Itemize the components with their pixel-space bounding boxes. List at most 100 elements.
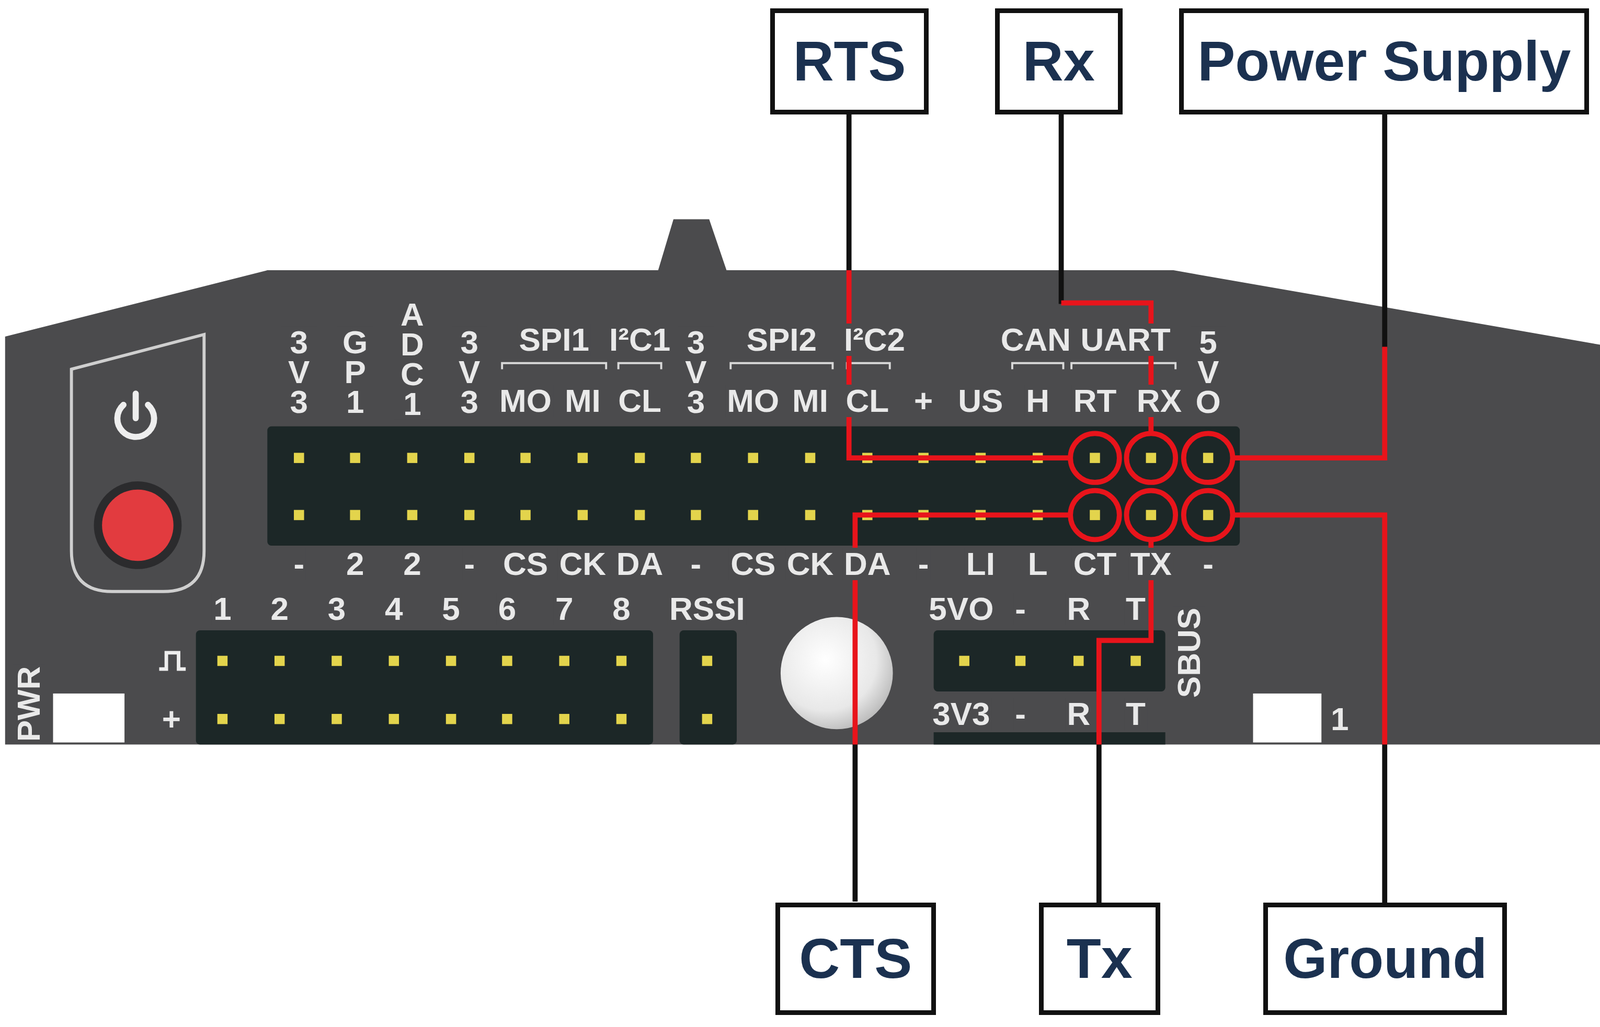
indicator-1 — [1252, 693, 1322, 744]
leader-line — [852, 744, 859, 902]
header-pin — [1089, 452, 1101, 464]
pin-highlight — [1183, 490, 1233, 541]
pin-label: CS — [501, 547, 550, 581]
pin-label: I²C1 — [607, 323, 672, 357]
pin-label-box: CK — [785, 547, 836, 581]
pin-label: - — [291, 547, 306, 581]
header-pin — [634, 510, 646, 521]
pin-label: 5 — [440, 592, 462, 626]
callout-label: RTS — [793, 30, 907, 93]
pin-label: T — [1124, 592, 1148, 626]
pin-label-box: SBUS — [1172, 606, 1206, 700]
callout-box: Tx — [1038, 903, 1161, 1016]
pin-label-box: CS — [728, 547, 777, 581]
pin-label: LI — [964, 547, 997, 581]
pin-label: RT — [1071, 384, 1119, 418]
pin-label: G P 1 — [337, 326, 373, 419]
pin-label-box: 3 V 3 — [451, 326, 488, 419]
header-pin — [464, 452, 475, 464]
pin-label: 5VO — [927, 592, 996, 626]
pin-label: A D C 1 — [394, 298, 430, 420]
pin-label-box: 3V3 — [930, 698, 992, 731]
pin-label-box: CT — [1071, 547, 1119, 581]
header-pin — [577, 452, 589, 464]
header-pin — [690, 510, 702, 521]
pin-label: 5 V O — [1190, 326, 1227, 419]
pin-label: 3 V 3 — [451, 326, 488, 419]
servo-header — [196, 630, 654, 746]
highlight-line — [1233, 515, 1385, 745]
callout-label: Power Supply — [1197, 30, 1571, 93]
pin-label-box: CL — [843, 384, 891, 418]
pin-label-box: - — [689, 547, 704, 581]
pin-label-box: UART — [1078, 323, 1172, 357]
header-pin — [349, 510, 361, 521]
header-pin — [616, 656, 627, 667]
pin-label-box: 2 — [268, 592, 290, 626]
pin-label-box: 7 — [553, 592, 575, 626]
pin-label: SPI2 — [745, 323, 819, 357]
pin-label: - — [689, 547, 704, 581]
pin-label-box: + — [912, 384, 935, 418]
header-pin — [1146, 452, 1157, 464]
header-pin — [1130, 656, 1141, 667]
pin-label-box: R — [1065, 698, 1092, 731]
leader-line — [1058, 114, 1065, 305]
pin-label-box: MO — [497, 384, 554, 418]
pin-label-box: 5VO — [927, 592, 996, 626]
pin-label: CAN — [999, 323, 1073, 357]
pin-label-box: 5 — [440, 592, 462, 626]
pin-label: CK — [557, 547, 609, 581]
header-pin — [558, 656, 570, 667]
highlight-line — [1233, 346, 1385, 459]
pin-label: - — [1013, 698, 1028, 731]
header-pin — [407, 510, 418, 521]
header-pin — [1089, 510, 1101, 521]
pin-label-box: CAN — [999, 323, 1073, 357]
group-bracket — [618, 363, 662, 370]
pin-label: - — [1013, 592, 1028, 626]
pin-label: 3V3 — [930, 698, 992, 731]
pin-label: 7 — [553, 592, 575, 626]
pin-label-box: 6 — [496, 592, 518, 626]
pin-label-box: - — [291, 547, 306, 581]
pin-label-box: H — [1024, 384, 1051, 418]
callout-box: CTS — [775, 903, 936, 1016]
header-pin — [520, 510, 531, 521]
header-pin — [217, 656, 228, 667]
header-pin — [407, 452, 418, 464]
header-pin — [501, 656, 513, 667]
pin-label-box: 3 V 3 — [281, 326, 317, 419]
pin-label: L — [1026, 547, 1050, 581]
pin-label: SBUS — [1172, 606, 1206, 700]
pin-label: CS — [728, 547, 777, 581]
header-pin — [293, 452, 305, 464]
header-pin — [1146, 510, 1157, 521]
pin-group — [217, 452, 1214, 725]
pin-label: SPI1 — [517, 323, 591, 357]
callout-label: CTS — [798, 928, 912, 991]
header-pin — [702, 714, 713, 725]
pin-label: - — [1201, 547, 1216, 581]
header-pin — [805, 510, 816, 521]
pin-label: PWR — [12, 664, 45, 744]
pin-label-box: L — [1026, 547, 1050, 581]
header-pin — [1203, 452, 1214, 464]
pin-label: - — [462, 547, 477, 581]
pin-label-box: SPI2 — [745, 323, 819, 357]
pin-highlight — [1070, 433, 1120, 483]
group-bracket — [847, 363, 890, 370]
leader-line — [1381, 744, 1388, 905]
header-pin — [501, 714, 513, 725]
pin-label-box: G P 1 — [337, 326, 373, 419]
pin-highlight — [1183, 433, 1233, 483]
pin-label: 3 — [326, 592, 348, 626]
header-pin — [217, 714, 228, 725]
pin-label-box: MI — [790, 384, 830, 418]
group-bracket — [730, 363, 833, 370]
pin-label-box: 2 — [401, 547, 423, 581]
header-pin — [958, 656, 970, 667]
lower-header — [933, 732, 1166, 745]
header-pin — [520, 452, 531, 464]
header-pin — [446, 714, 457, 725]
